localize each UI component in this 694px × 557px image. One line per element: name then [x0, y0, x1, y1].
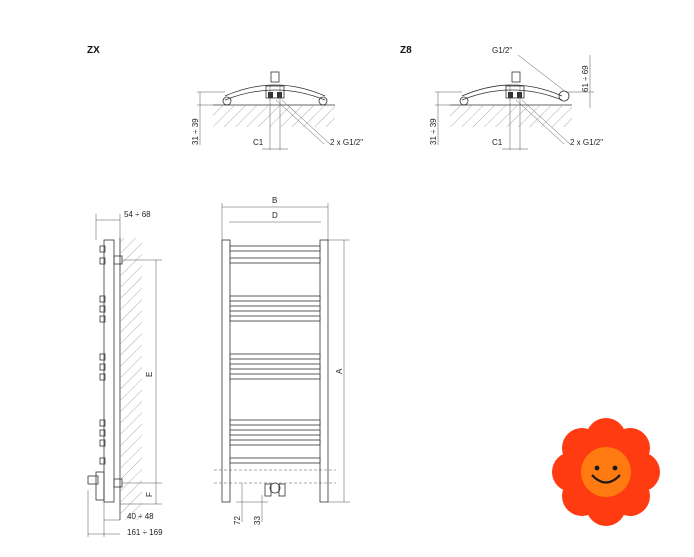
logo-smile	[591, 474, 621, 484]
side-view: 54 ÷ 68 E F 40 ÷ 48 161 ÷ 169	[87, 210, 163, 537]
front-rung	[229, 373, 321, 380]
zx-title: ZX	[87, 45, 100, 56]
side-rung	[99, 439, 106, 447]
front-dim-72: 72	[233, 516, 242, 525]
front-rung	[229, 419, 321, 426]
side-dim-f: F	[145, 492, 154, 497]
front-rung	[229, 315, 321, 322]
front-rung	[229, 295, 321, 302]
side-rungs	[99, 245, 106, 465]
side-rung	[99, 295, 106, 303]
front-rung	[229, 429, 321, 436]
left-tube	[221, 239, 231, 503]
z8-view: Z8 G1/2" 61 ÷ 69 31 ÷ 39 C1 2 x G1/2"	[400, 45, 603, 150]
zx-connection: 2 x G1/2"	[330, 138, 363, 147]
logo-center	[581, 447, 631, 497]
front-dim-a: A	[335, 368, 344, 374]
z8-dim-height: 31 ÷ 39	[429, 118, 438, 145]
front-rung	[229, 363, 321, 370]
zx-view: ZX 31 ÷ 39 C1 2 x G1/2"	[87, 45, 363, 150]
side-rung	[99, 373, 106, 381]
zx-wall-hatch	[213, 105, 335, 127]
zx-dim-height: 31 ÷ 39	[191, 118, 200, 145]
z8-dim-c1: C1	[492, 138, 503, 147]
front-rungs	[229, 245, 321, 464]
side-dim-bottom2: 161 ÷ 169	[127, 528, 163, 537]
flower-smiley-logo	[552, 418, 660, 526]
side-rung	[99, 419, 106, 427]
z8-thread-top: G1/2"	[492, 46, 512, 55]
front-dim-b: B	[272, 196, 277, 205]
z8-connection: 2 x G1/2"	[570, 138, 603, 147]
side-rung	[99, 257, 106, 265]
z8-wall-hatch	[450, 105, 572, 127]
front-rung	[229, 257, 321, 264]
z8-title: Z8	[400, 45, 412, 56]
side-rung	[99, 363, 106, 371]
zx-dim-c1: C1	[253, 138, 264, 147]
side-dim-top: 54 ÷ 68	[124, 210, 151, 219]
side-dim-e: E	[145, 372, 154, 377]
side-rung	[99, 305, 106, 313]
side-rung	[99, 429, 106, 437]
front-rung	[229, 353, 321, 360]
side-wall-hatch	[120, 238, 142, 520]
logo-eye-left	[594, 465, 600, 471]
side-dim-bottom1: 40 ÷ 48	[127, 512, 154, 521]
front-dim-d: D	[272, 211, 278, 220]
side-rung	[99, 315, 106, 323]
front-dim-33: 33	[253, 516, 262, 525]
side-rung	[99, 457, 106, 465]
front-rung	[229, 305, 321, 312]
side-rung	[99, 353, 106, 361]
right-tube	[319, 239, 329, 503]
front-rung	[229, 439, 321, 446]
side-rung	[99, 245, 106, 253]
front-view: B D A 72 33	[214, 196, 350, 525]
logo-eye-right	[612, 465, 618, 471]
front-rung	[229, 245, 321, 252]
z8-dim-right: 61 ÷ 69	[581, 65, 590, 92]
front-rung	[229, 457, 321, 464]
